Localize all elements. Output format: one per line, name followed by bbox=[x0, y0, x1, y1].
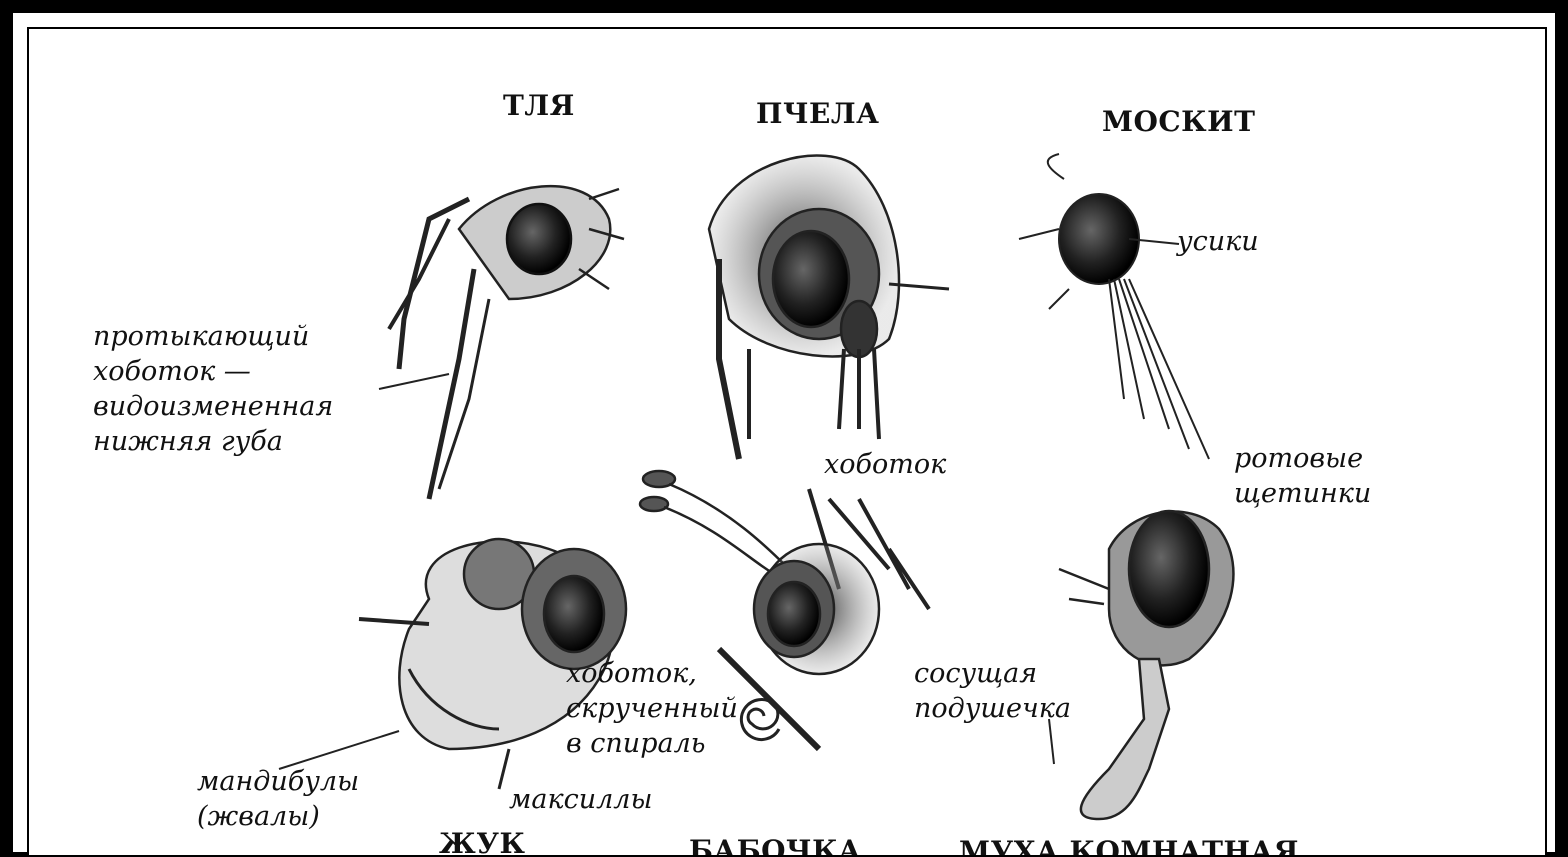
label-line: (жвалы) bbox=[197, 799, 359, 834]
label-mosquito-bristles: ротовые щетинки bbox=[1234, 441, 1371, 511]
title-aphid: ТЛЯ bbox=[503, 89, 575, 122]
label-line: ротовые bbox=[1234, 441, 1371, 476]
illustration-panel: ТЛЯ ПЧЕЛА МОСКИТ ЖУК БАБОЧКА МУХА КОМНАТ… bbox=[27, 27, 1547, 857]
aphid-drawing bbox=[379, 186, 624, 499]
label-aphid-proboscis: протыкающий хоботок — видоизмененная ниж… bbox=[93, 319, 333, 459]
label-beetle-mandibles: мандибулы (жвалы) bbox=[197, 764, 359, 834]
label-line: мандибулы bbox=[197, 764, 359, 799]
label-line: хоботок — bbox=[93, 354, 333, 389]
label-line: подушечка bbox=[914, 691, 1071, 726]
label-beetle-maxillae: максиллы bbox=[509, 782, 653, 817]
title-beetle: ЖУК bbox=[439, 827, 525, 857]
label-line: протыкающий bbox=[93, 319, 333, 354]
title-housefly: МУХА КОМНАТНАЯ bbox=[959, 835, 1299, 857]
label-line: скрученный bbox=[566, 691, 738, 726]
title-mosquito: МОСКИТ bbox=[1102, 105, 1255, 138]
bee-drawing bbox=[709, 156, 949, 460]
label-bee-proboscis: хоботок bbox=[824, 447, 946, 482]
outer-frame: ТЛЯ ПЧЕЛА МОСКИТ ЖУК БАБОЧКА МУХА КОМНАТ… bbox=[10, 10, 1558, 855]
label-mosquito-antennae: усики bbox=[1177, 224, 1259, 259]
label-line: щетинки bbox=[1234, 476, 1371, 511]
title-bee: ПЧЕЛА bbox=[756, 97, 879, 130]
title-butterfly: БАБОЧКА bbox=[689, 834, 861, 857]
label-line: хоботок, bbox=[566, 656, 738, 691]
label-butterfly-proboscis: хоботок, скрученный в спираль bbox=[566, 656, 738, 761]
label-line: нижняя губа bbox=[93, 424, 333, 459]
housefly-drawing bbox=[1049, 511, 1233, 819]
label-line: видоизмененная bbox=[93, 389, 333, 424]
label-fly-pad: сосущая подушечка bbox=[914, 656, 1071, 726]
label-line: сосущая bbox=[914, 656, 1071, 691]
label-line: в спираль bbox=[566, 726, 738, 761]
mosquito-drawing bbox=[1019, 154, 1209, 459]
